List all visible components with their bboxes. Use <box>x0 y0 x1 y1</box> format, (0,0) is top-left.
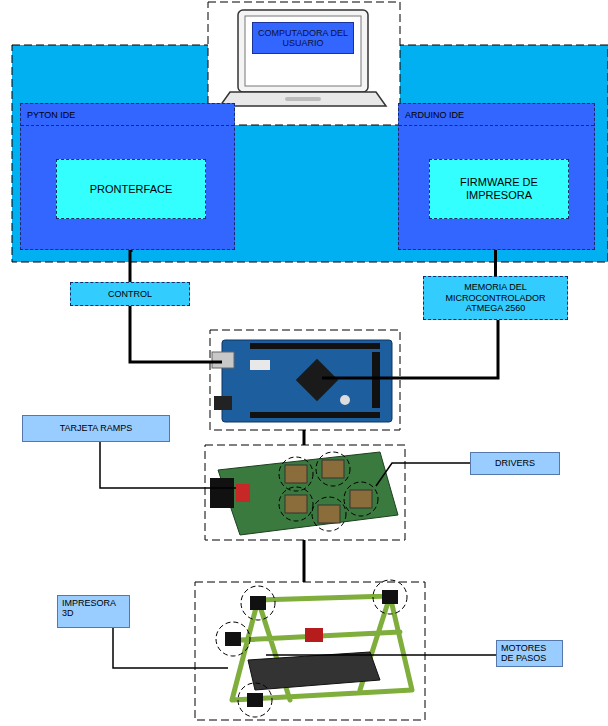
usb-connector <box>212 352 234 368</box>
computer-frame <box>208 2 400 125</box>
box-text: IMPRESORA 3D <box>62 598 125 619</box>
stepper-driver <box>285 495 307 513</box>
box-text: MEMORIA DEL MICROCONTROLADOR ATMEGA 2560 <box>428 282 563 313</box>
printer-wire <box>303 540 306 582</box>
part-label: IMPRESORA 3D <box>57 595 130 628</box>
motor-highlight <box>238 683 272 717</box>
stepper-driver <box>350 490 372 508</box>
laptop-screen <box>238 10 368 92</box>
computer-label: COMPUTADORA DEL USUARIO <box>252 22 354 54</box>
leader-line <box>266 654 496 656</box>
driver-highlight <box>279 487 313 521</box>
printer-frame <box>195 582 425 720</box>
board-wire <box>303 430 306 445</box>
box-text: TARJETA RAMPS <box>60 423 133 433</box>
motor-highlight <box>241 586 275 620</box>
arduino-board <box>222 340 392 422</box>
stepper-driver <box>285 465 307 483</box>
extruder <box>305 628 323 642</box>
box-text: CONTROL <box>108 289 152 299</box>
power-jack <box>214 396 232 410</box>
laptop-base <box>220 92 386 106</box>
memory-wire <box>322 320 498 378</box>
reset-button <box>340 395 350 405</box>
usb-wire <box>130 306 222 362</box>
box-text: COMPUTADORA DEL USUARIO <box>257 28 349 49</box>
laptop-display <box>245 16 361 86</box>
motor-highlight <box>373 580 407 614</box>
atmega-chip <box>296 359 338 401</box>
printer-rods <box>232 596 412 700</box>
software-box: FIRMWARE DE IMPRESORA <box>429 159 569 219</box>
ide-panel: PYTON IDE PRONTERFACE <box>20 103 235 250</box>
link-box: MEMORIA DEL MICROCONTROLADOR ATMEGA 2560 <box>423 276 568 320</box>
arduino-frame <box>210 330 400 430</box>
print-bed <box>248 652 380 690</box>
leader-line <box>376 463 470 486</box>
ramps-frame <box>205 445 405 540</box>
box-text: PRONTERFACE <box>90 183 173 196</box>
pin-header <box>250 343 380 349</box>
pin-header <box>372 352 380 408</box>
stepper-motor <box>250 596 266 610</box>
link-box: CONTROL <box>70 282 190 306</box>
ramps-board <box>218 452 398 535</box>
ramps-connector <box>210 478 234 508</box>
stepper-motor <box>225 632 241 646</box>
driver-highlight <box>279 457 313 491</box>
part-label: DRIVERS <box>470 452 560 475</box>
stepper-motor <box>382 590 398 604</box>
part-label: MOTORES DE PASOS <box>496 640 563 667</box>
software-box: PRONTERFACE <box>56 159 206 219</box>
ide-panel: ARDUINO IDE FIRMWARE DE IMPRESORA <box>398 103 595 250</box>
panel-heading: PYTON IDE <box>21 104 234 126</box>
leader-line <box>100 442 236 488</box>
box-text: DRIVERS <box>495 458 535 468</box>
stepper-motor <box>247 693 263 707</box>
board-logo <box>250 360 270 370</box>
panel-heading: ARDUINO IDE <box>399 104 594 126</box>
driver-highlight <box>312 497 346 531</box>
leader-line <box>113 628 228 668</box>
box-text: MOTORES DE PASOS <box>501 643 558 664</box>
motor-highlight <box>216 622 250 656</box>
box-text: FIRMWARE DE IMPRESORA <box>434 176 564 201</box>
driver-highlight <box>344 482 378 516</box>
pin-header <box>250 412 380 418</box>
ramps-terminal <box>236 484 250 502</box>
stepper-driver <box>322 460 344 478</box>
laptop-touchpad <box>285 97 321 101</box>
stepper-driver <box>318 505 340 523</box>
driver-highlight <box>316 452 350 486</box>
part-label: TARJETA RAMPS <box>22 415 170 442</box>
